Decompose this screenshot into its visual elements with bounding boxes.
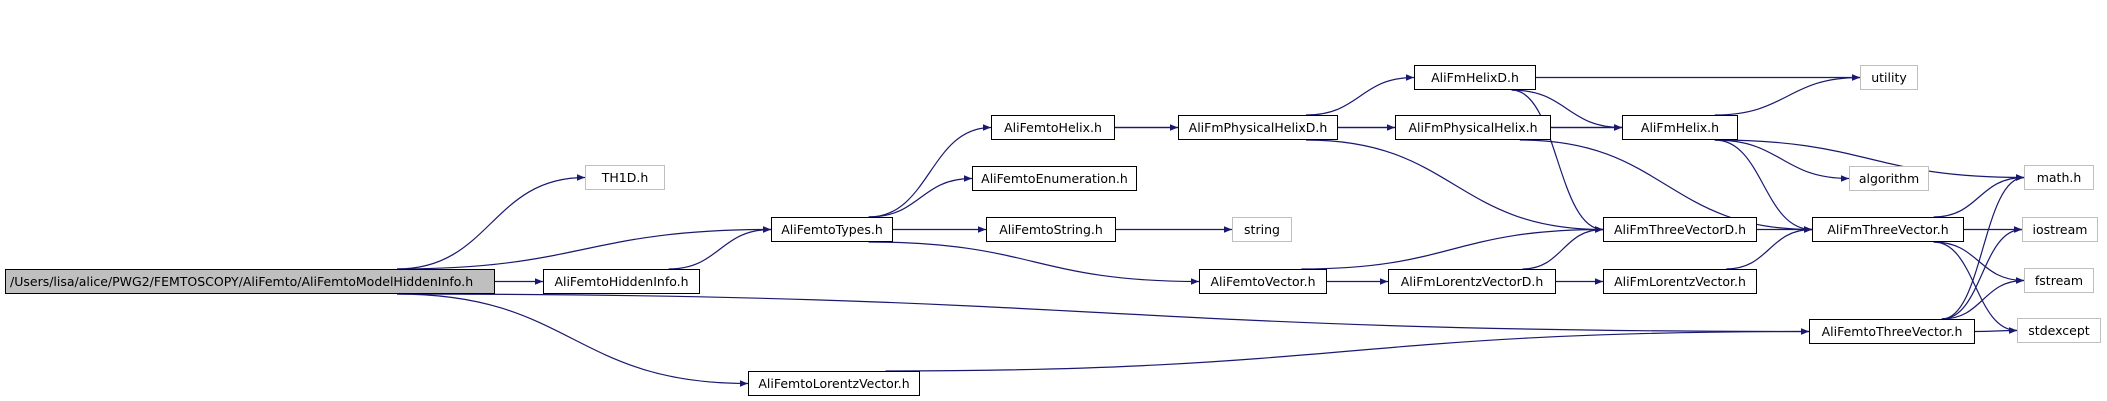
node-utility[interactable]: utility <box>1860 65 1918 90</box>
node-femto-hidden-info[interactable]: AliFemtoHiddenInfo.h <box>543 269 700 294</box>
edge-fmHelix-to-mathH <box>1714 139 2025 181</box>
node-fstream[interactable]: fstream <box>2024 268 2094 293</box>
edge-fmHelix-to-utility <box>1714 74 1861 116</box>
edge-fmPhysicalHelix-to-fmThreeVector <box>1519 139 1813 233</box>
edge-femtoHiddenInfo-to-femtoTypes <box>668 226 772 270</box>
edge-fmHelix-to-fmThreeVector <box>1714 139 1813 233</box>
node-femto-three-vector[interactable]: AliFemtoThreeVector.h <box>1809 319 1975 344</box>
edge-root-to-femtoThreeVector <box>396 293 1810 335</box>
node-fm-three-vector[interactable]: AliFmThreeVector.h <box>1812 217 1964 242</box>
node-fm-three-vector-d[interactable]: AliFmThreeVectorD.h <box>1603 217 1757 242</box>
node-femto-enumeration[interactable]: AliFemtoEnumeration.h <box>972 166 1137 191</box>
node-iostream[interactable]: iostream <box>2022 217 2098 242</box>
edge-fmPhysicalHelixD-to-fmHelixD <box>1305 74 1415 116</box>
edge-fmLorentzVectorD-to-fmThreeVectorD <box>1522 226 1604 270</box>
edge-fmLorentzVector-to-fmThreeVector <box>1726 226 1813 270</box>
edge-fmThreeVector-to-stdexcept <box>1933 241 2018 334</box>
node-string[interactable]: string <box>1232 217 1292 242</box>
edge-femtoTypes-to-femtoEnumeration <box>868 175 973 218</box>
edge-root-to-femtoLorentzVector <box>396 293 749 387</box>
node-th1d[interactable]: TH1D.h <box>585 165 665 190</box>
edge-femtoTypes-to-femtoHelix <box>868 124 992 218</box>
edge-femtoThreeVector-to-stdexcept <box>1974 327 2018 334</box>
edge-fmThreeVector-to-mathH <box>1933 174 2025 218</box>
edge-fmHelixD-to-fmHelix <box>1511 89 1623 131</box>
node-femto-helix[interactable]: AliFemtoHelix.h <box>991 115 1115 140</box>
edge-fmHelixD-to-fmThreeVectorD <box>1511 89 1604 233</box>
node-femto-lorentz-vector[interactable]: AliFemtoLorentzVector.h <box>748 371 920 396</box>
edge-root-to-femtoTypes <box>396 226 772 270</box>
node-femto-string[interactable]: AliFemtoString.h <box>986 217 1116 242</box>
edge-femtoLorentzVector-to-femtoThreeVector <box>885 328 1810 372</box>
edge-femtoThreeVector-to-fstream <box>1941 277 2025 320</box>
edge-fmPhysicalHelixD-to-fmThreeVectorD <box>1305 139 1604 233</box>
node-root[interactable]: /Users/lisa/alice/PWG2/FEMTOSCOPY/AliFem… <box>5 269 495 294</box>
node-algorithm[interactable]: algorithm <box>1849 166 1929 191</box>
node-fm-physical-helix[interactable]: AliFmPhysicalHelix.h <box>1395 115 1551 140</box>
edge-root-to-th1d <box>396 174 586 270</box>
node-fm-physical-helix-d[interactable]: AliFmPhysicalHelixD.h <box>1178 115 1338 140</box>
node-femto-vector[interactable]: AliFemtoVector.h <box>1199 269 1327 294</box>
node-stdexcept[interactable]: stdexcept <box>2017 318 2101 343</box>
edge-femtoVector-to-fmThreeVectorD <box>1301 226 1604 270</box>
node-fm-helix[interactable]: AliFmHelix.h <box>1622 115 1738 140</box>
node-math-h[interactable]: math.h <box>2024 165 2094 190</box>
edge-fmHelix-to-algorithm <box>1714 139 1850 182</box>
node-femto-types[interactable]: AliFemtoTypes.h <box>771 217 893 242</box>
node-fm-lorentz-vector[interactable]: AliFmLorentzVector.h <box>1603 269 1757 294</box>
edge-femtoThreeVector-to-mathH <box>1941 174 2025 320</box>
edge-femtoTypes-to-femtoVector <box>868 241 1200 285</box>
edge-femtoThreeVector-to-iostream <box>1941 226 2023 320</box>
node-fm-helix-d[interactable]: AliFmHelixD.h <box>1414 65 1536 90</box>
node-fm-lorentz-vector-d[interactable]: AliFmLorentzVectorD.h <box>1388 269 1556 294</box>
